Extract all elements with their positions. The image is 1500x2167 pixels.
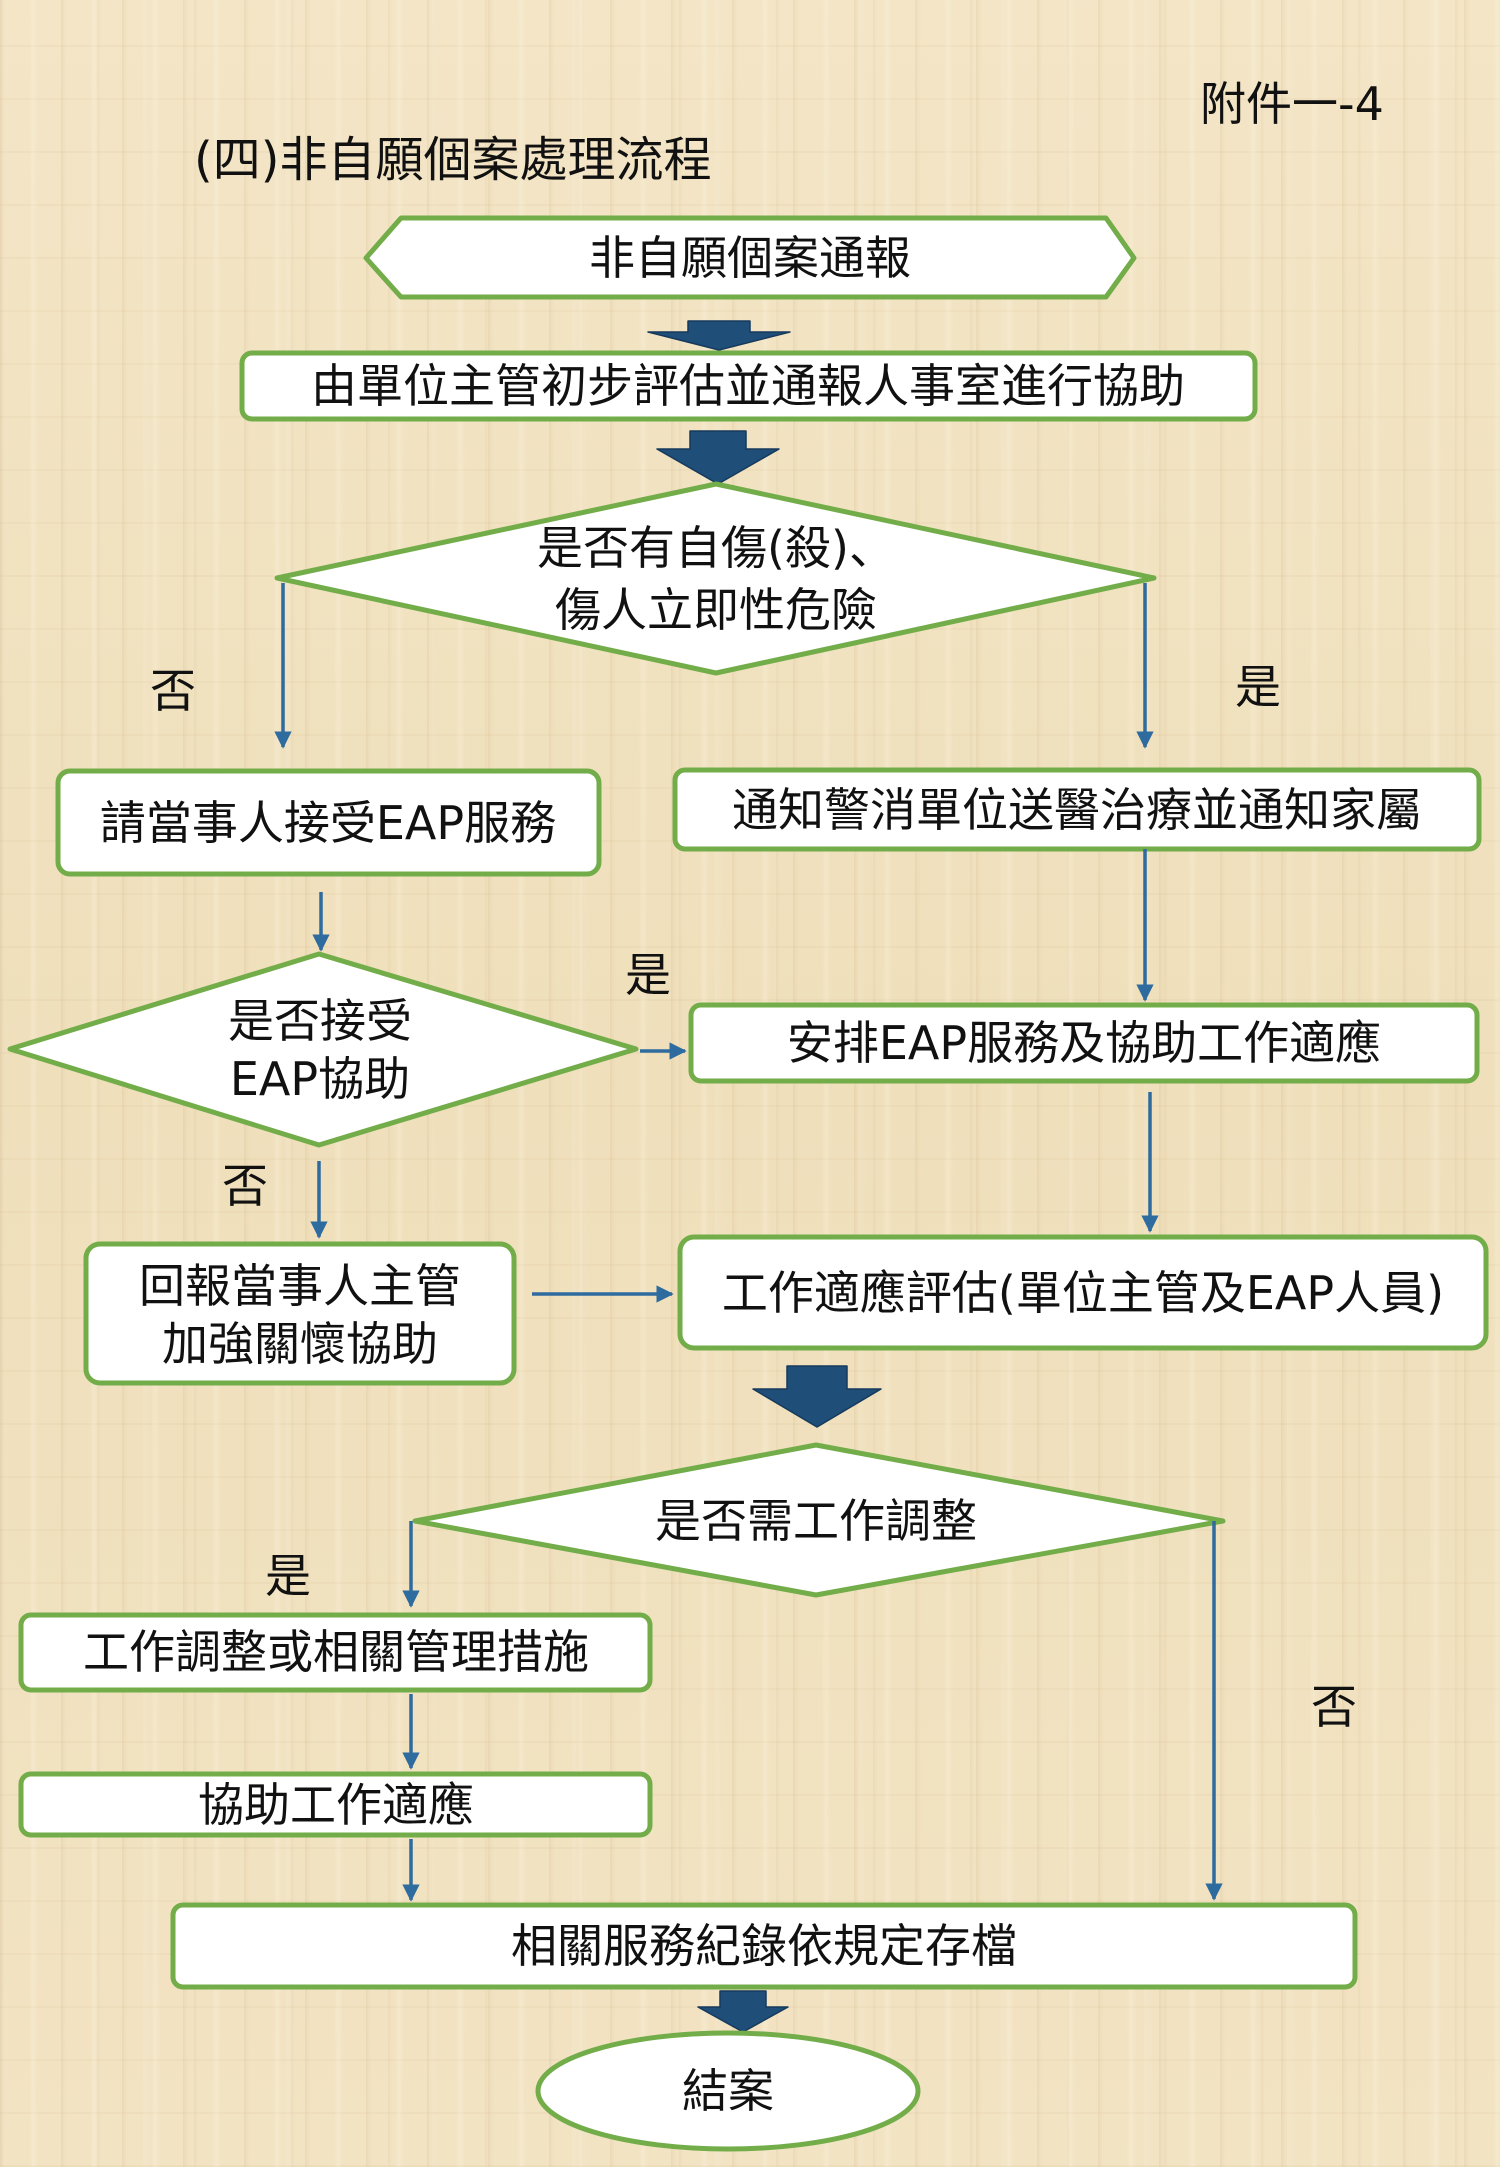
node-assist-adaptation: 協助工作適應 xyxy=(18,1771,653,1838)
node-notify-police: 通知警消單位送醫治療並通知家屬 xyxy=(672,767,1482,852)
edge-label-accept-no: 否 xyxy=(222,1159,268,1213)
node-initial-assessment-label: 由單位主管初步評估並通報人事室進行協助 xyxy=(311,359,1185,413)
node-eap-service-label: 請當事人接受EAP服務 xyxy=(100,796,556,850)
process-box xyxy=(239,350,1258,422)
process-box xyxy=(18,1771,653,1838)
node-adjustment-measures: 工作調整或相關管理措施 xyxy=(18,1612,653,1693)
node-report-supervisor: 回報當事人主管 加強關懷協助 xyxy=(83,1241,517,1386)
terminal-ellipse xyxy=(535,2030,921,2152)
node-report-supervisor-line-2: 加強關懷協助 xyxy=(162,1317,438,1371)
block-arrow-assessment-to-risk xyxy=(656,430,780,485)
node-adjustment-measures-label: 工作調整或相關管理措施 xyxy=(83,1625,589,1679)
decision-diamond xyxy=(7,951,639,1148)
node-adaptation-eval-label: 工作適應評估(單位主管及EAP人員) xyxy=(722,1266,1444,1320)
edge-label-adjust-no: 否 xyxy=(1311,1680,1357,1734)
process-box xyxy=(677,1234,1489,1351)
block-arrow-archive-to-close xyxy=(697,1990,789,2033)
node-eap-service: 請當事人接受EAP服務 xyxy=(55,768,602,877)
process-box xyxy=(55,768,602,877)
process-box xyxy=(170,1902,1358,1990)
node-notify-police-label: 通知警消單位送醫治療並通知家屬 xyxy=(732,783,1422,837)
node-close-case-label: 結案 xyxy=(682,2064,774,2118)
node-adjust-decision: 是否需工作調整 xyxy=(412,1442,1226,1598)
node-close-case: 結案 xyxy=(535,2030,921,2152)
decision-diamond xyxy=(412,1442,1226,1598)
process-box xyxy=(688,1002,1480,1084)
hexagon-shape xyxy=(363,215,1137,300)
node-report-supervisor-line-1: 回報當事人主管 xyxy=(139,1259,461,1313)
node-accept-decision: 是否接受 EAP協助 xyxy=(7,951,639,1148)
node-archive-records: 相關服務紀錄依規定存檔 xyxy=(170,1902,1358,1990)
node-archive-records-label: 相關服務紀錄依規定存檔 xyxy=(511,1919,1017,1973)
node-report-label: 非自願個案通報 xyxy=(589,231,911,285)
page-title: (四)非自願個案處理流程 xyxy=(194,132,711,188)
edge-label-accept-yes: 是 xyxy=(625,948,671,1002)
node-accept-decision-line-2: EAP協助 xyxy=(230,1052,410,1106)
node-arrange-eap: 安排EAP服務及協助工作適應 xyxy=(688,1002,1480,1084)
node-assist-adaptation-label: 協助工作適應 xyxy=(198,1778,474,1832)
node-arrange-eap-label: 安排EAP服務及協助工作適應 xyxy=(787,1016,1381,1070)
process-box xyxy=(83,1241,517,1386)
block-arrow-eval-to-adjust xyxy=(752,1365,882,1428)
node-report: 非自願個案通報 xyxy=(363,215,1137,300)
edge-label-adjust-yes: 是 xyxy=(265,1549,311,1603)
node-adjust-decision-label: 是否需工作調整 xyxy=(655,1494,977,1548)
block-arrow-report-to-assessment xyxy=(647,320,791,351)
node-initial-assessment: 由單位主管初步評估並通報人事室進行協助 xyxy=(239,350,1258,422)
node-accept-decision-line-1: 是否接受 xyxy=(228,994,412,1048)
node-risk-decision-line-1: 是否有自傷(殺)、 xyxy=(537,521,895,575)
node-risk-decision-line-2: 傷人立即性危險 xyxy=(555,583,877,637)
node-adaptation-eval: 工作適應評估(單位主管及EAP人員) xyxy=(677,1234,1489,1351)
attachment-label: 附件一-4 xyxy=(1200,77,1384,131)
edge-label-risk-no: 否 xyxy=(150,664,196,718)
process-box xyxy=(672,767,1482,852)
edge-label-risk-yes: 是 xyxy=(1235,660,1281,714)
node-risk-decision: 是否有自傷(殺)、 傷人立即性危險 xyxy=(274,481,1157,676)
decision-diamond xyxy=(274,481,1157,676)
process-box xyxy=(18,1612,653,1693)
